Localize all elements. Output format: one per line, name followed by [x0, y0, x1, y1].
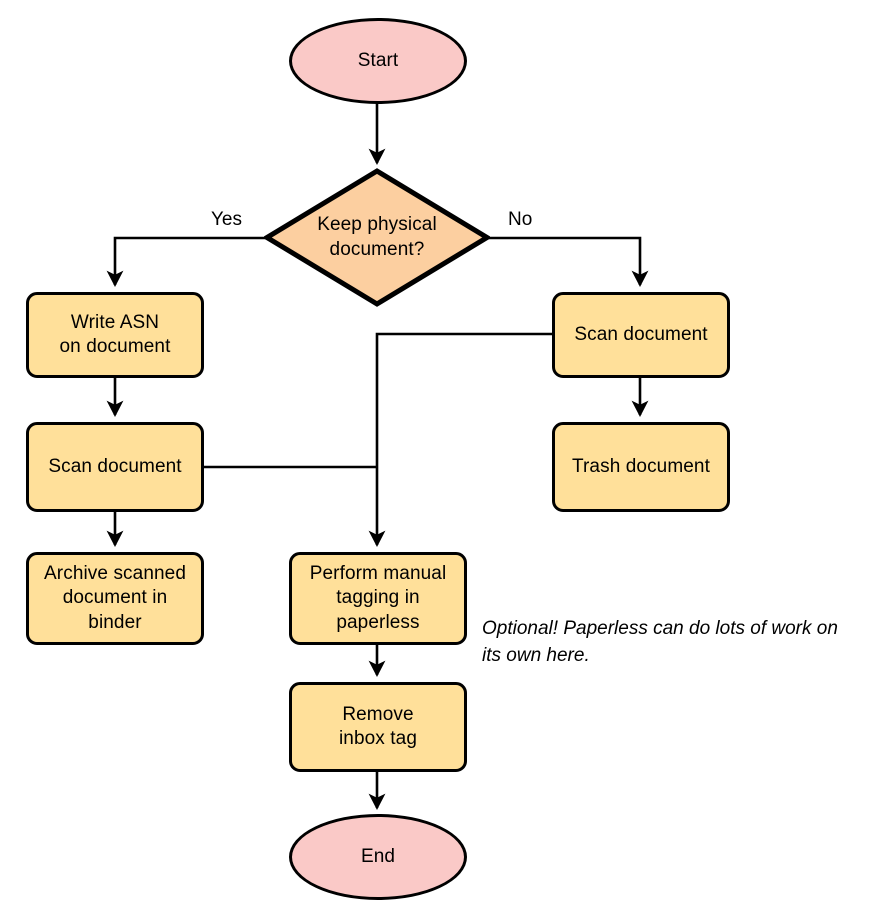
edge-label-no: No	[508, 209, 532, 232]
node-end[interactable]: End	[289, 814, 467, 900]
node-scan-document-right-label: Scan document	[574, 323, 708, 345]
edge-label-no-text: No	[508, 209, 533, 230]
edge-keep-yes-to-asn	[106, 236, 266, 288]
node-archive-scanned-document[interactable]: Archive scanned document in binder	[26, 552, 204, 645]
node-trash-document-label: Trash document	[572, 455, 710, 477]
node-start-label: Start	[357, 49, 399, 71]
edge-label-yes: Yes	[211, 209, 242, 232]
diamond-shape	[264, 168, 490, 307]
node-remove-inbox-tag[interactable]: Remove inbox tag	[289, 682, 467, 772]
node-keep-physical-document[interactable]: Keep physical document?	[264, 168, 490, 307]
annotation-optional-note: Optional! Paperless can do lots of work …	[482, 589, 884, 670]
node-write-asn-on-document[interactable]: Write ASN on document	[26, 292, 204, 378]
node-trash-document[interactable]: Trash document	[552, 422, 730, 512]
edge-label-yes-text: Yes	[211, 209, 242, 230]
node-scan-document-left-label: Scan document	[48, 455, 182, 477]
edge-keep-no-to-scan-right	[488, 236, 649, 288]
edge-scan-right-to-tagging	[368, 332, 552, 548]
node-write-asn-on-document-label: Write ASN on document	[59, 311, 171, 357]
node-keep-physical-document-label: Keep physical document?	[317, 214, 437, 260]
node-start[interactable]: Start	[289, 18, 467, 104]
node-perform-manual-tagging[interactable]: Perform manual tagging in paperless	[289, 552, 467, 645]
node-scan-document-left[interactable]: Scan document	[26, 422, 204, 512]
node-archive-scanned-document-label: Archive scanned document in binder	[44, 563, 186, 633]
node-remove-inbox-tag-label: Remove inbox tag	[338, 703, 417, 749]
annotation-optional-note-text: Optional! Paperless can do lots of work …	[482, 617, 838, 666]
node-scan-document-right[interactable]: Scan document	[552, 292, 730, 378]
node-perform-manual-tagging-label: Perform manual tagging in paperless	[309, 563, 447, 633]
node-end-label: End	[360, 845, 396, 867]
